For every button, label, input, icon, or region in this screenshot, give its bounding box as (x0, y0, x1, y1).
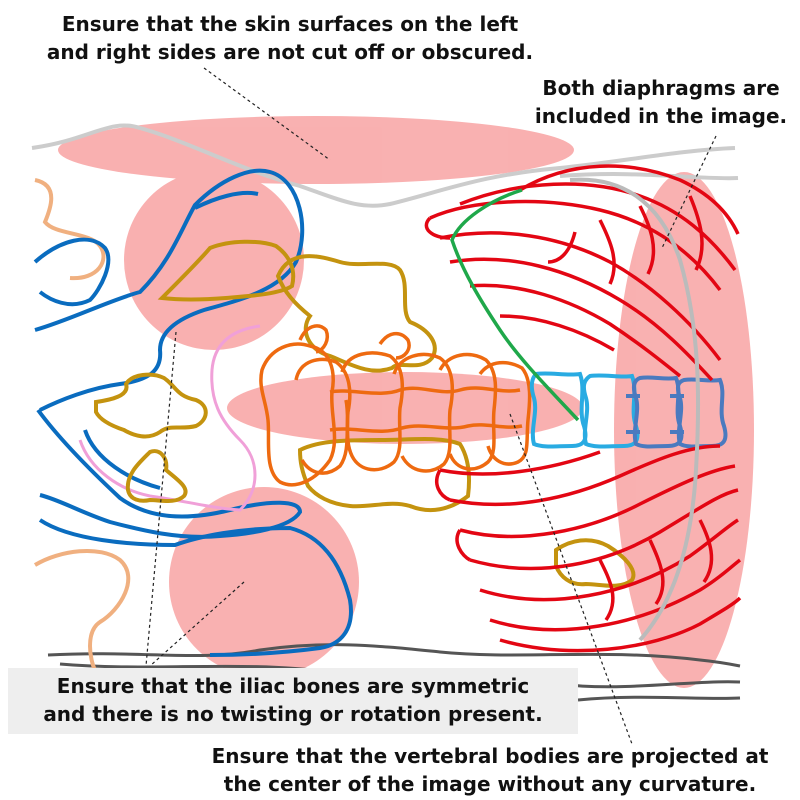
sacrum-outline (94, 239, 636, 588)
annotation-iliac-line1: Ensure that the iliac bones are symmetri… (56, 674, 530, 698)
highlight-iliac-upper (124, 170, 304, 350)
annotation-diaphragm-line1: Both diaphragms are (542, 76, 780, 100)
leader-lines (145, 67, 717, 745)
ribs (424, 164, 742, 653)
annotation-skin-surfaces: Ensure that the skin surfaces on the lef… (10, 10, 570, 66)
annotation-diaphragm-line2: included in the image. (534, 104, 788, 128)
trachea-line (450, 188, 580, 422)
bladder-outline (78, 324, 261, 512)
leader-iliac-upper (145, 331, 177, 667)
diaphragm-line (569, 177, 701, 642)
leader-skin (203, 67, 331, 161)
annotation-skin-line2: and right sides are not cut off or obscu… (46, 40, 534, 64)
annotation-vertebral-line2: the center of the image without any curv… (223, 772, 757, 796)
pelvis-outline (33, 168, 353, 657)
thoracic-vertebrae (529, 371, 728, 449)
annotation-iliac-line2: and there is no twisting or rotation pre… (43, 702, 543, 726)
leader-vertebral (509, 413, 633, 745)
annotation-skin-line1: Ensure that the skin surfaces on the lef… (61, 12, 519, 36)
annotation-iliac-bones: Ensure that the iliac bones are symmetri… (8, 668, 578, 734)
annotation-vertebral-line1: Ensure that the vertebral bodies are pro… (211, 744, 769, 768)
lumbar-vertebrae (259, 324, 532, 487)
annotation-diaphragms: Both diaphragms are included in the imag… (520, 74, 800, 130)
annotation-vertebral-bodies: Ensure that the vertebral bodies are pro… (180, 742, 800, 798)
leader-diaphragm (661, 135, 717, 249)
femur-outline (33, 178, 131, 671)
